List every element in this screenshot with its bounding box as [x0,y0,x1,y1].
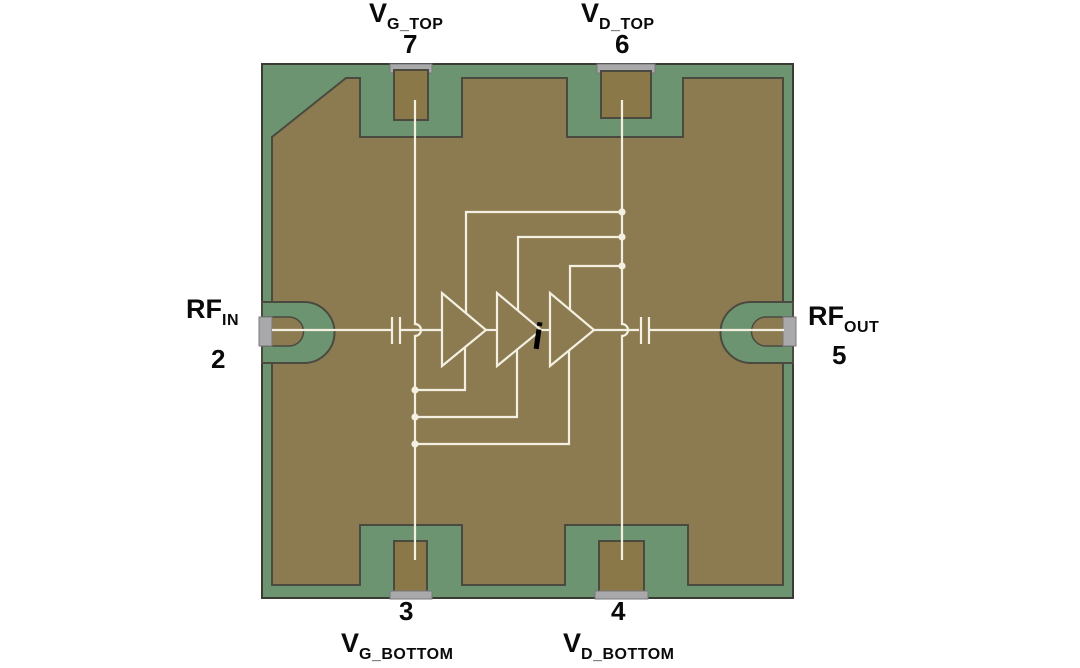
drain-feed-stage2 [516,235,622,311]
rf-in-launch [258,301,336,364]
rf-in-pad-metal [258,316,273,347]
pin-number-5: 5 [832,340,847,370]
label-vd-bottom: VD_BOTTOM [563,628,675,663]
pad-7-opening [393,69,429,121]
output-blocking-cap-icon [639,317,651,344]
label-rf-in-signal: RF [186,294,222,324]
pad-3-metal-cap [389,590,433,600]
label-vg-bottom: VG_BOTTOM [341,628,453,663]
pad-3 [389,540,433,600]
rf-out-pad-metal [782,316,797,347]
junction-dot [411,413,419,421]
pin-number-3: 3 [399,596,414,626]
label-vd-top-signal: V [581,0,600,28]
junction-dot [618,208,626,216]
label-vd-bottom-signal: V [563,628,582,658]
pin-number-2: 2 [211,344,226,374]
label-rf-out: RFOUT [808,301,879,336]
label-rf-out-subscript: OUT [844,319,880,336]
junction-dot [618,262,626,270]
pad-3-opening [393,540,428,595]
amplifier-stage2-icon [495,290,543,369]
pad-6 [596,63,656,119]
gate-feed-stage2 [415,349,519,419]
junction-dot [411,386,419,394]
amplifier-stage3-icon [548,290,596,369]
drain-feed-stage3 [568,264,622,310]
label-vg-top: VG_TOP [369,0,443,33]
pad-6-opening [600,70,652,119]
label-rf-in: RFIN [186,294,239,329]
pin-number-7: 7 [403,29,418,59]
junction-dot [618,233,626,241]
gate-feed-stage3 [415,350,571,446]
label-rf-in-subscript: IN [222,312,239,329]
label-vg-bottom-subscript: G_BOTTOM [359,646,454,663]
rf-out-launch [719,301,797,364]
pin-number-4: 4 [611,596,626,626]
pad-4 [594,540,649,600]
input-blocking-cap-icon [390,317,402,344]
die-body [271,77,784,586]
label-vg-bottom-signal: V [341,628,360,658]
label-vd-bottom-subscript: D_BOTTOM [581,646,675,663]
label-vg-top-subscript: G_TOP [387,16,444,33]
label-vg-top-signal: V [369,0,388,28]
schematic [272,100,784,560]
pin-number-6: 6 [615,29,630,59]
label-vd-top: VD_TOP [581,0,655,33]
drain-feed-stage1 [464,210,622,313]
label-rf-out-signal: RF [808,301,844,331]
junction-dot [411,440,419,448]
label-vd-top-subscript: D_TOP [599,16,655,33]
pad-7 [389,63,433,121]
gate-feed-stage1 [415,347,467,392]
pad-4-metal-cap [594,590,649,600]
